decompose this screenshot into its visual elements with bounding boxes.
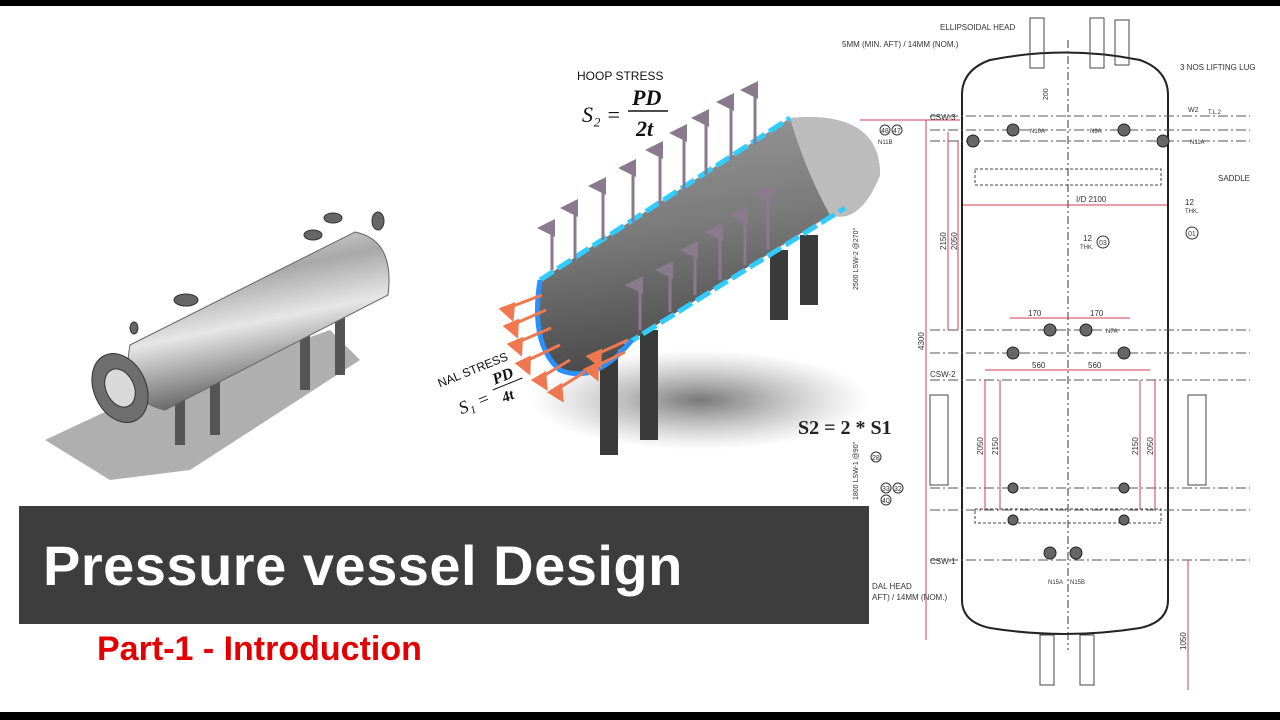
bottom-head-note: DAL HEAD xyxy=(872,582,912,591)
thk-label: THK. xyxy=(1185,209,1199,215)
tangent-line-label: T.L.2 xyxy=(1208,110,1222,116)
page-title: Pressure vessel Design xyxy=(43,533,683,597)
tag-40: 40 xyxy=(882,498,890,505)
hoop-formula-num: PD xyxy=(631,85,661,110)
csw2-label: CSW-2 xyxy=(930,370,956,379)
lifting-lug-label: 3 NOS LIFTING LUG xyxy=(1180,63,1256,72)
tag-32: 32 xyxy=(894,486,902,493)
top-border xyxy=(0,0,1280,6)
csw3-label: CSW-3 xyxy=(930,113,956,122)
head-note-thickness: 5MM (MIN. AFT) / 14MM (NOM.) xyxy=(842,40,959,49)
nozzle-n11b: N11B xyxy=(878,140,893,146)
longitudinal-stress-arrows xyxy=(498,293,629,403)
tag-33: 33 xyxy=(882,486,890,493)
dim-1800: 1800 LSW-1 @90° xyxy=(852,441,860,500)
head-note: ELLIPSOIDAL HEAD xyxy=(940,23,1016,32)
shell-thickness: 12 xyxy=(1185,198,1194,207)
nozzle-n11a: N11A xyxy=(1190,140,1205,146)
nozzle-n15b: N15B xyxy=(1070,580,1085,586)
dim-2050-lower-right: 2050 xyxy=(1146,437,1155,455)
tag-w2: W2 xyxy=(1188,107,1199,114)
tag-47: 47 xyxy=(893,128,901,135)
dim-2050: 2050 xyxy=(950,232,959,250)
dim-200: 200 xyxy=(1043,88,1050,100)
stress-diagram: HOOP STRESS S₂ = PD 2t NAL STRESS S₁ = P… xyxy=(436,69,892,455)
long-formula-den: 4t xyxy=(499,387,518,407)
dim-2150-lower-left: 2150 xyxy=(991,437,1000,455)
nozzle-n10a: N10A xyxy=(1030,129,1045,135)
dim-560-left: 560 xyxy=(1032,361,1046,370)
hoop-formula-lhs: S₂ = xyxy=(582,102,621,127)
hoop-formula-den: 2t xyxy=(635,116,654,141)
csw1-label: CSW-1 xyxy=(930,557,956,566)
engineering-drawing: ELLIPSOIDAL HEAD 5MM (MIN. AFT) / 14MM (… xyxy=(842,17,1256,690)
tag-48: 48 xyxy=(881,128,889,135)
dim-4300: 4300 xyxy=(917,332,926,350)
stress-relation: S2 = 2 * S1 xyxy=(798,417,892,439)
nozzle-n9a: N9A xyxy=(1090,129,1102,135)
tag-01: 01 xyxy=(1188,231,1196,238)
head-thickness: 12 xyxy=(1083,234,1092,243)
dim-1050: 1050 xyxy=(1179,632,1188,650)
thk-label-2: THK. xyxy=(1080,245,1094,251)
tag-03: 03 xyxy=(1099,240,1107,247)
dim-170-left: 170 xyxy=(1028,309,1042,318)
bottom-border xyxy=(0,712,1280,720)
hoop-stress-label: HOOP STRESS xyxy=(577,69,663,83)
dim-2050-lower-left: 2050 xyxy=(976,437,985,455)
long-formula-lhs: S₁ = xyxy=(456,388,493,418)
nozzle-n7a: N7A xyxy=(1106,329,1118,335)
dim-2150: 2150 xyxy=(939,232,948,250)
bottom-head-thickness: AFT) / 14MM (NOM.) xyxy=(872,593,947,602)
vessel-3d-model xyxy=(45,211,390,480)
dim-2500: 2500 LSW-2 @270° xyxy=(852,227,860,290)
nozzle-n15a: N15A xyxy=(1048,580,1063,586)
saddle-label: SADDLE xyxy=(1218,174,1250,183)
dim-560-right: 560 xyxy=(1088,361,1102,370)
dim-170-right: 170 xyxy=(1090,309,1104,318)
inner-diameter-label: I/D 2100 xyxy=(1076,195,1107,204)
dim-2150-lower-right: 2150 xyxy=(1131,437,1140,455)
tag-28: 28 xyxy=(872,455,880,462)
subtitle: Part-1 - Introduction xyxy=(97,630,422,668)
hoop-stress-arrows xyxy=(537,81,771,330)
title-banner: Pressure vessel Design xyxy=(19,506,869,624)
